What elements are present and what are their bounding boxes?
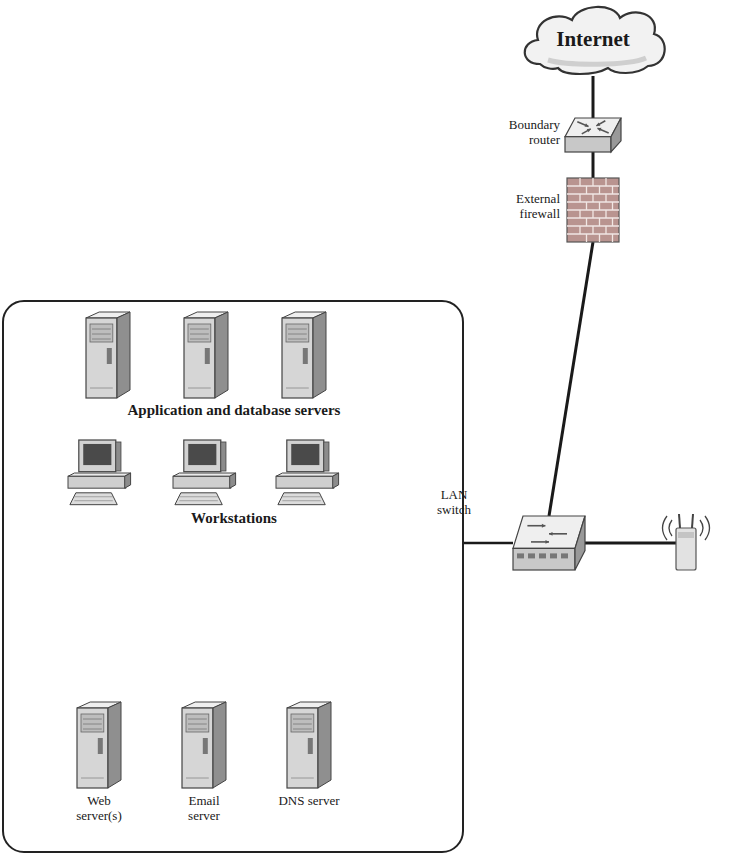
node-label: Boundary router (496, 118, 560, 148)
internet-cloud: Internet (518, 2, 668, 76)
firewall-node: External firewall (460, 178, 625, 244)
label-box: Email server (172, 794, 236, 824)
servers3-icon (24, 312, 444, 398)
workstation-group: Workstations (24, 440, 444, 540)
network-zone: Application and database serversWorkstat… (2, 300, 464, 853)
firewall-icon (567, 178, 619, 242)
label-box: Web server(s) (67, 794, 131, 824)
label-box: LAN switch (425, 488, 483, 518)
router-icon (565, 118, 621, 152)
switch-node: LAN switch (425, 486, 600, 578)
node-label: External firewall (488, 192, 560, 222)
node-label: LAN switch (425, 488, 483, 518)
node-label: Internet (518, 27, 668, 51)
server-node: Email server (154, 702, 254, 847)
label-box: Workstations (24, 510, 444, 527)
network-link (549, 242, 593, 516)
node-label: Web server(s) (67, 794, 131, 824)
label-box: External firewall (488, 192, 560, 222)
server-icon (182, 702, 226, 788)
server-node: Web server(s) (49, 702, 149, 847)
node-label: DNS server (277, 794, 341, 809)
server-group: Application and database servers (24, 312, 444, 432)
network-link (592, 152, 595, 178)
label-box: Boundary router (496, 118, 560, 148)
network-link (464, 542, 513, 545)
network-link (592, 76, 595, 118)
access-point-wire (585, 542, 676, 545)
node-label: Workstations (24, 510, 444, 527)
label-box: DNS server (277, 794, 341, 809)
label-box: Application and database servers (24, 402, 444, 419)
router-node: Boundary router (460, 116, 625, 156)
server-node: DNS server (259, 702, 359, 847)
label-box: Internet (518, 27, 668, 51)
switch-icon (513, 516, 585, 570)
wireless-access-point (663, 514, 710, 570)
node-label: Email server (172, 794, 236, 824)
node-label: Application and database servers (24, 402, 444, 419)
ws3-icon (24, 440, 444, 506)
server-icon (77, 702, 121, 788)
server-icon (287, 702, 331, 788)
